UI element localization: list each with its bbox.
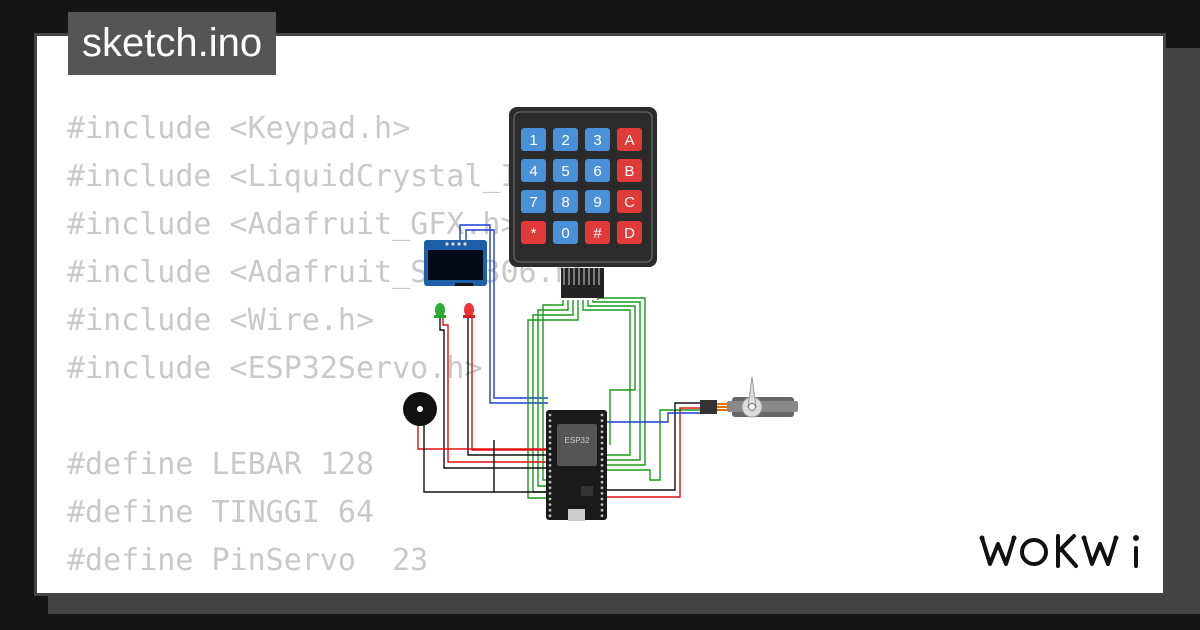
wire-black xyxy=(439,318,548,469)
keypad-key: B xyxy=(617,159,642,182)
usb-port xyxy=(568,509,585,521)
keypad-key: 9 xyxy=(585,190,610,213)
wire-red xyxy=(606,407,702,498)
keypad-key-label: 7 xyxy=(529,194,537,211)
wire-black xyxy=(606,402,702,491)
keypad-key: 3 xyxy=(585,128,610,151)
red-led xyxy=(463,303,475,318)
keypad-key: 6 xyxy=(585,159,610,182)
keypad-key-label: 4 xyxy=(529,163,537,180)
keypad-key-label: D xyxy=(624,225,635,242)
keypad-key: A xyxy=(617,128,642,151)
wire-black xyxy=(423,425,548,493)
code-line: #define PinServo 23 xyxy=(67,543,429,578)
wire-black xyxy=(467,318,548,456)
code-line: #include <Wire.h> xyxy=(67,303,375,338)
keypad-pins xyxy=(563,268,600,285)
wire-green xyxy=(592,300,641,461)
keypad-key: 1 xyxy=(521,128,546,151)
keypad-key: C xyxy=(617,190,642,213)
wokwi-logo-mark xyxy=(979,534,1139,568)
wire-green xyxy=(606,409,702,481)
esp32-module xyxy=(557,424,597,466)
keypad-key-label: # xyxy=(593,225,602,242)
code-line: #define TINGGI 64 xyxy=(67,495,375,530)
code-line: #define LEBAR 128 xyxy=(67,447,375,482)
keypad-key-label: 1 xyxy=(529,132,537,149)
keypad-key-label: 0 xyxy=(561,225,569,242)
code-line: #define ledred 25 xyxy=(67,585,609,593)
wire-blue xyxy=(606,412,702,423)
oled-display xyxy=(424,240,487,286)
keypad-key: 7 xyxy=(521,190,546,213)
esp32-pins xyxy=(548,413,604,518)
buzzer xyxy=(403,392,437,426)
servo-horn xyxy=(747,376,757,408)
wire-green xyxy=(542,300,564,481)
esp32-board: ESP32 xyxy=(546,410,607,521)
keypad-key: # xyxy=(585,221,610,244)
keypad-key: 4 xyxy=(521,159,546,182)
wire-blue xyxy=(459,224,548,404)
keypad-key-label: A xyxy=(624,132,634,149)
wokwi-logo xyxy=(976,526,1156,587)
keypad-key-label: 2 xyxy=(561,132,569,149)
keypad-key: 0 xyxy=(553,221,578,244)
keypad-4x4: 1 2 3 A 4 5 6 B 7 8 9 C * 0 # D xyxy=(509,107,657,298)
wire-blue xyxy=(465,229,548,399)
wire-red xyxy=(417,425,548,450)
sketch-filename-tab[interactable]: sketch.ino xyxy=(68,12,277,75)
keypad-frame xyxy=(513,111,653,263)
keypad-key: 2 xyxy=(553,128,578,151)
keypad-key-label: 5 xyxy=(561,163,569,180)
wires xyxy=(417,224,702,499)
wire-green xyxy=(537,300,569,487)
wire-green xyxy=(582,300,631,456)
keypad-key-label: B xyxy=(624,163,634,180)
keypad-key: 5 xyxy=(553,159,578,182)
wire-green xyxy=(597,297,646,466)
keypad-key: * xyxy=(521,221,546,244)
servo-motor xyxy=(700,376,798,418)
wire-red xyxy=(442,318,548,463)
esp32-label: ESP32 xyxy=(565,436,590,445)
keypad-key-label: 3 xyxy=(593,132,601,149)
keypad-key-label: 6 xyxy=(593,163,601,180)
keypad-key-label: C xyxy=(624,194,635,211)
keypad-key-label: * xyxy=(531,225,537,242)
oled-screen xyxy=(428,250,483,280)
green-led xyxy=(434,303,446,318)
keypad-key: D xyxy=(617,221,642,244)
keypad-key: 8 xyxy=(553,190,578,213)
servo-connector xyxy=(700,400,717,414)
keypad-key-label: 9 xyxy=(593,194,601,211)
wire-green xyxy=(587,300,636,445)
code-line: #include <ESP32Servo.h> xyxy=(67,351,483,386)
code-line: #include <Keypad.h> xyxy=(67,111,411,146)
wire-green xyxy=(527,300,579,499)
keypad-connector xyxy=(561,268,604,298)
wire-red xyxy=(471,318,548,451)
keypad-key-label: 8 xyxy=(561,194,569,211)
